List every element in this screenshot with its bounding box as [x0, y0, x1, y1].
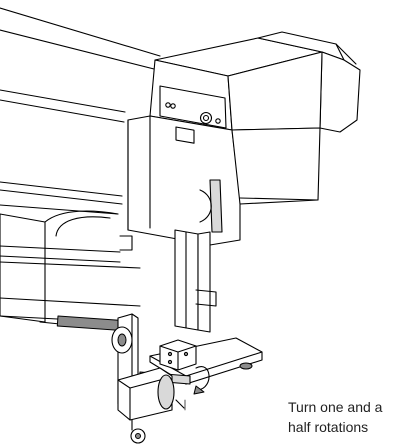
panel-button-icon — [165, 102, 171, 108]
lcd-display — [175, 126, 195, 144]
printer-body — [0, 7, 161, 205]
instruction-caption: Turn one and a half rotations — [288, 397, 418, 437]
paper-roll — [0, 204, 141, 332]
take-up-reel-unit — [111, 313, 210, 444]
caption-line-2: half rotations — [288, 419, 369, 435]
rotation-arrow-icon — [195, 366, 210, 391]
printer-housing — [127, 31, 361, 246]
dial-icon — [199, 111, 213, 125]
caption-line-1: Turn one and a — [288, 399, 383, 415]
